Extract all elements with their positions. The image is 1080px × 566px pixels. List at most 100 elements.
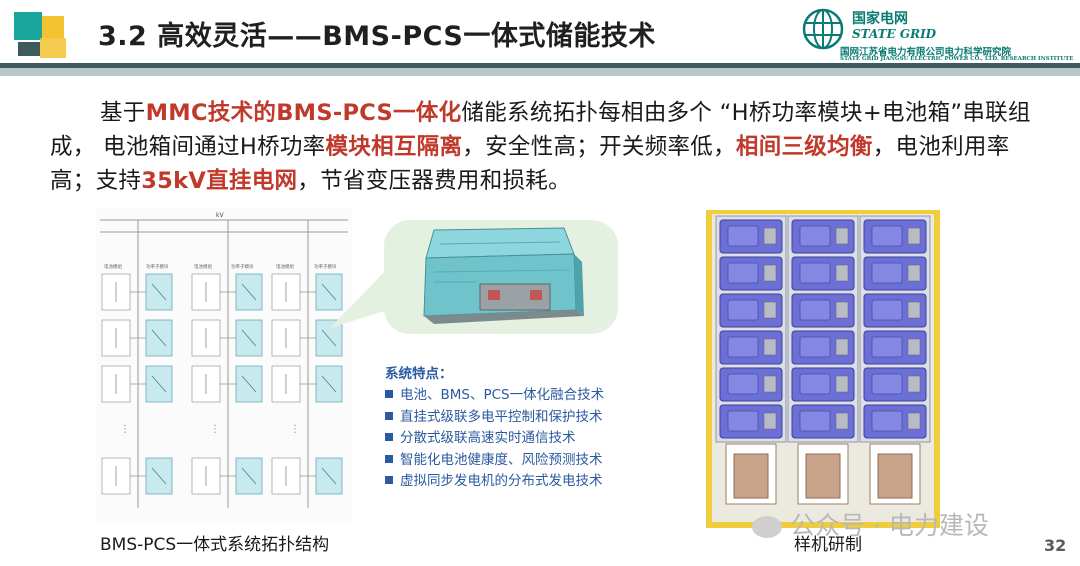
diagram-hbridge-cell <box>235 457 263 495</box>
cabinet-module-connector <box>763 375 777 393</box>
feature-item-text: 直挂式级联多电平控制和保护技术 <box>400 408 603 425</box>
header-rule-light <box>0 68 1080 76</box>
cabinet-module-connector <box>763 264 777 282</box>
diagram-hbridge-cell <box>315 365 343 403</box>
cabinet-module-face <box>799 299 831 321</box>
para-highlight-4: 35kV直挂电网 <box>141 168 298 194</box>
cabinet-module-connector <box>835 301 849 319</box>
cabinet-columns <box>715 215 931 505</box>
diagram-hbridge-symbol <box>151 467 167 485</box>
cabinet-module-face <box>727 262 759 284</box>
feature-item: 电池、BMS、PCS一体化融合技术 <box>385 385 604 407</box>
feature-item-text: 虚拟同步发电机的分布式发电技术 <box>400 473 603 489</box>
cabinet-module-face <box>799 336 831 358</box>
para-text-1: 基于 <box>100 100 146 126</box>
cabinet-module-face <box>871 262 903 284</box>
diagram-hbridge-symbol <box>241 329 257 347</box>
cabinet-module-face <box>727 299 759 321</box>
state-grid-globe-icon <box>802 8 844 50</box>
cabinet-module-connector <box>835 375 849 393</box>
cabinet-rack <box>859 215 931 443</box>
diagram-hbridge-symbol <box>241 375 257 393</box>
cabinet-module-connector <box>907 227 921 245</box>
para-highlight-3: 相间三级均衡 <box>735 134 873 160</box>
caption-prototype: 样机研制 <box>794 535 862 555</box>
diagram-battery-cell <box>101 457 131 495</box>
feature-item: 虚拟同步发电机的分布式发电技术 <box>385 471 604 493</box>
diagram-hbridge-symbol <box>321 283 337 301</box>
diagram-hbridge-symbol <box>321 375 337 393</box>
callout-pointer <box>330 268 388 328</box>
bullet-square-icon <box>385 433 393 441</box>
diagram-hbridge-symbol <box>151 375 167 393</box>
cabinet-module-connector <box>763 338 777 356</box>
cabinet-module-connector <box>835 412 849 430</box>
feature-item: 直挂式级联多电平控制和保护技术 <box>385 407 604 429</box>
cabinet-module-face <box>871 225 903 247</box>
cabinet-module-face <box>727 225 759 247</box>
para-text-3: ，安全性高；开关频率低， <box>462 134 736 160</box>
feature-item-text: 分散式级联高速实时通信技术 <box>400 430 576 446</box>
diagram-col-label: 功率子模块 <box>231 263 254 270</box>
feature-item: 智能化电池健康度、风险预测技术 <box>385 450 604 472</box>
cabinet-module-connector <box>907 412 921 430</box>
logo-square-light <box>40 38 66 58</box>
institute-name-cn: 国网江苏省电力有限公司电力科学研究院 <box>840 47 1012 58</box>
caption-topology: BMS-PCS一体式系统拓扑结构 <box>100 535 330 555</box>
watermark: 公众号 · 电力建设 <box>752 506 989 542</box>
para-text-4: ，电池利用率高；支持 <box>50 134 1010 194</box>
cabinet-module-connector <box>835 338 849 356</box>
para-text-5: ，节省变压器费用和损耗。 <box>297 168 571 194</box>
cabinet-module-face <box>799 262 831 284</box>
cabinet-module-connector <box>907 375 921 393</box>
main-paragraph: 基于MMC技术的BMS-PCS一体化储能系统拓扑每相由多个 “H桥功率模块+电池… <box>50 96 1050 198</box>
para-highlight-2: 模块相互隔离 <box>325 134 463 160</box>
cabinet-module-connector <box>835 227 849 245</box>
diagram-hbridge-cell <box>315 319 343 357</box>
diagram-column-labels: 电池模组 功率子模块 电池模组 功率子模块 电池模组 功率子模块 <box>104 263 337 270</box>
cabinet-module-face <box>871 336 903 358</box>
bullet-square-icon <box>385 454 393 463</box>
diagram-ellipsis: ⋮ <box>120 424 130 435</box>
para-highlight-1: MMC技术的BMS-PCS一体化 <box>145 100 462 126</box>
cabinet-bottom-device <box>877 453 913 499</box>
cabinet-module-connector <box>907 264 921 282</box>
cabinet-bottom-device <box>805 453 841 499</box>
bullet-square-icon <box>385 390 393 398</box>
diagram-hbridge-symbol <box>151 283 167 301</box>
cabinet-module-face <box>727 410 759 432</box>
cabinet-module-face <box>871 373 903 395</box>
diagram-columns: ⋮⋮⋮ <box>101 220 343 508</box>
wechat-icon <box>752 516 782 538</box>
feature-item-text: 智能化电池健康度、风险预测技术 <box>400 451 603 468</box>
diagram-col-label: 功率子模块 <box>314 263 337 270</box>
logo-square-teal <box>14 12 42 40</box>
cabinet-module-face <box>871 299 903 321</box>
header-logo-squares <box>0 0 80 66</box>
cabinet-module-face <box>871 410 903 432</box>
cabinet-module-connector <box>763 301 777 319</box>
diagram-hbridge-symbol <box>241 283 257 301</box>
diagram-bus-label: kV <box>216 212 224 219</box>
feature-list: 系统特点： 电池、BMS、PCS一体化融合技术 直挂式级联多电平控制和保护技术 … <box>385 362 604 493</box>
feature-item: 分散式级联高速实时通信技术 <box>385 428 604 450</box>
page-title: 3.2 高效灵活——BMS-PCS一体式储能技术 <box>98 21 656 52</box>
diagram-ellipsis: ⋮ <box>290 424 300 435</box>
cabinet-module-connector <box>763 227 777 245</box>
topology-diagram: kV ⋮⋮⋮ 电池模组 功率子模块 电池模组 功率子模块 电池模组 功率子模块 <box>96 208 352 524</box>
page-number: 32 <box>1044 536 1067 555</box>
cabinet-module-face <box>727 373 759 395</box>
brand-name-cn: 国家电网 <box>852 11 908 27</box>
diagram-hbridge-symbol <box>321 467 337 485</box>
feature-item-text: 电池、BMS、PCS一体化融合技术 <box>400 387 605 403</box>
cabinet-module-face <box>727 336 759 358</box>
brand-name-en: STATE GRID <box>852 27 937 41</box>
cabinet-module-face <box>799 373 831 395</box>
feature-list-title: 系统特点： <box>385 366 453 382</box>
cabinet-module-connector <box>763 412 777 430</box>
cabinet-rack <box>715 215 787 443</box>
cabinet-module-face <box>799 410 831 432</box>
bullet-square-icon <box>385 411 393 420</box>
institute-name-en: STATE GRID JIANGSU ELECTRIC POWER CO., L… <box>840 56 1074 62</box>
cabinet-module-face <box>799 225 831 247</box>
